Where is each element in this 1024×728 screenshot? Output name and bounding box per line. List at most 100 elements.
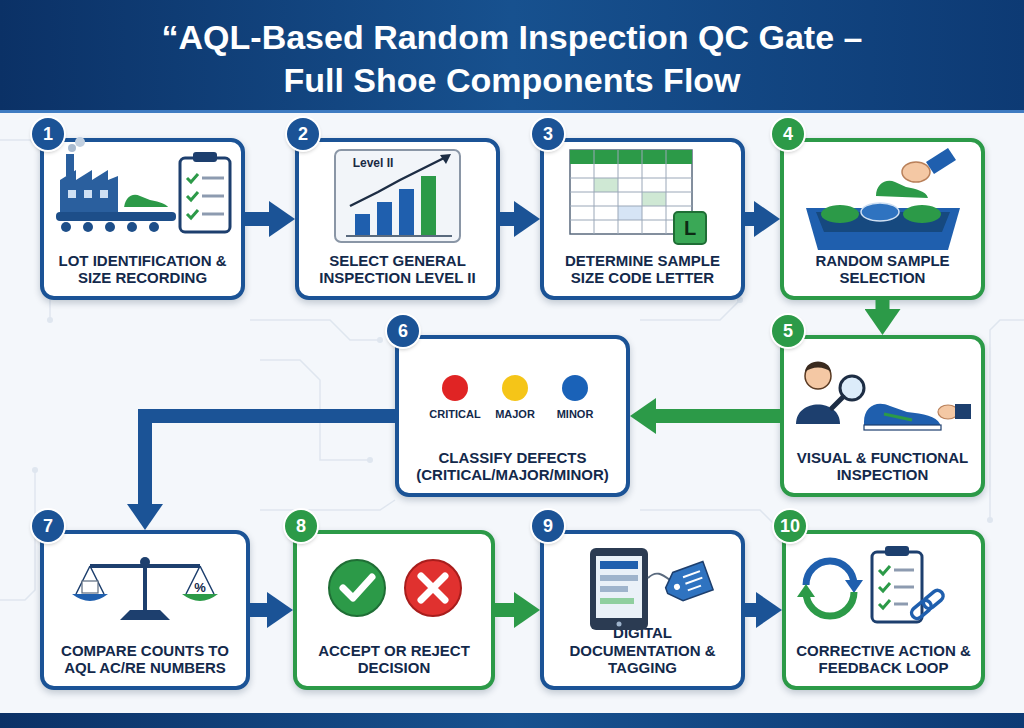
critical-dot bbox=[442, 375, 468, 401]
tag bbox=[662, 562, 714, 605]
step-badge: 8 bbox=[285, 510, 317, 542]
hand bbox=[938, 405, 958, 419]
circuit-line bbox=[250, 320, 380, 340]
flow-arrow bbox=[500, 212, 514, 226]
code-letter-tile bbox=[674, 212, 706, 244]
check-marks bbox=[187, 174, 198, 218]
factory-building bbox=[60, 170, 118, 212]
circuit-dot bbox=[367, 457, 373, 463]
tablet-button bbox=[617, 622, 622, 627]
circuit-dot bbox=[47, 317, 53, 323]
step-label: DETERMINE SAMPLE SIZE CODE LETTER bbox=[550, 252, 735, 287]
pan-document bbox=[82, 581, 98, 593]
step-number: 7 bbox=[43, 517, 53, 535]
step-label: LOT IDENTIFICATION & SIZE RECORDING bbox=[50, 252, 235, 287]
step-badge: 10 bbox=[774, 510, 806, 542]
circuit-line bbox=[640, 300, 740, 320]
process-box: CORRECTIVE ACTION & FEEDBACK LOOP10 bbox=[782, 530, 985, 690]
picked-shoe bbox=[876, 181, 928, 198]
hand bbox=[902, 162, 930, 182]
conveyor-wheel bbox=[61, 222, 71, 232]
cycle-arrowhead bbox=[797, 584, 815, 597]
flow-arrow bbox=[495, 603, 514, 617]
process-box: LOT IDENTIFICATION & SIZE RECORDING1 bbox=[40, 138, 245, 300]
screen-row bbox=[600, 561, 638, 569]
step-number: 8 bbox=[296, 517, 306, 535]
step-number: 3 bbox=[543, 125, 553, 143]
tag-lines bbox=[683, 571, 705, 590]
circuit-line bbox=[990, 320, 1024, 520]
step-number: 5 bbox=[783, 322, 793, 340]
scale-base bbox=[120, 610, 170, 620]
chart-axis bbox=[346, 235, 452, 237]
scale-pan bbox=[72, 594, 108, 601]
shoe-icon bbox=[864, 404, 940, 426]
scale-strings bbox=[76, 566, 214, 594]
process-box: ACCEPT OR REJECT DECISION8 bbox=[293, 530, 495, 690]
process-box: SELECT GENERAL INSPECTION LEVEL II2 bbox=[295, 138, 500, 300]
step-number: 1 bbox=[43, 125, 53, 143]
step-badge: 7 bbox=[32, 510, 64, 542]
tray-inner bbox=[816, 212, 950, 232]
scale-post bbox=[143, 562, 147, 612]
process-box: VISUAL & FUNCTIONAL INSPECTION5 bbox=[780, 335, 985, 497]
clipboard-clip bbox=[193, 152, 217, 162]
scale-pivot bbox=[140, 557, 150, 567]
conveyor-wheel bbox=[83, 222, 93, 232]
shoe-icon bbox=[821, 205, 859, 223]
screen-row bbox=[600, 598, 634, 604]
screen-row bbox=[600, 586, 628, 592]
step-badge: 1 bbox=[32, 118, 64, 150]
process-box: CLASSIFY DEFECTS (CRITICAL/MAJOR/MINOR)6 bbox=[395, 335, 630, 497]
circuit-dot bbox=[377, 337, 383, 343]
cross-mark bbox=[421, 576, 445, 600]
circuit-dot bbox=[32, 467, 38, 473]
circuit-line bbox=[0, 470, 35, 600]
chart-bar bbox=[355, 214, 370, 236]
step-label: SELECT GENERAL INSPECTION LEVEL II bbox=[305, 252, 490, 287]
shoe-sole bbox=[124, 207, 170, 211]
chain-link bbox=[921, 588, 945, 611]
step-label: CLASSIFY DEFECTS (CRITICAL/MAJOR/MINOR) bbox=[405, 449, 620, 484]
header-band bbox=[0, 0, 1024, 112]
shoe-icon bbox=[903, 205, 941, 223]
flow-arrow bbox=[656, 409, 780, 423]
inspector-hair bbox=[805, 362, 831, 373]
conveyor-belt bbox=[56, 212, 176, 221]
trend-arrowhead bbox=[440, 154, 451, 164]
circuit-dot bbox=[987, 517, 993, 523]
screen-row bbox=[600, 575, 638, 581]
circuit-line bbox=[640, 510, 775, 525]
step-label: DIGITAL DOCUMENTATION & TAGGING bbox=[550, 624, 735, 676]
process-box: DIGITAL DOCUMENTATION & TAGGING9 bbox=[540, 530, 745, 690]
chart-bar bbox=[399, 189, 414, 236]
inspector-head bbox=[805, 363, 831, 389]
scale-beam bbox=[90, 564, 200, 568]
step-label: RANDOM SAMPLE SELECTION bbox=[790, 252, 975, 287]
list-lines bbox=[894, 570, 914, 604]
check-mark bbox=[343, 577, 372, 598]
step-badge: 9 bbox=[532, 510, 564, 542]
sleeve bbox=[955, 404, 971, 419]
accept-circle bbox=[329, 560, 385, 616]
conveyor-wheel bbox=[149, 222, 159, 232]
title-text: “AQL-Based Random Inspection QC Gate – F… bbox=[142, 16, 882, 101]
flow-arrow bbox=[745, 212, 754, 226]
shoe-icon bbox=[861, 203, 899, 221]
step-number: 2 bbox=[298, 125, 308, 143]
step-badge: 4 bbox=[772, 118, 804, 150]
footer-band bbox=[0, 713, 1024, 728]
process-box: COMPARE COUNTS TO AQL AC/RE NUMBERS7 bbox=[40, 530, 250, 690]
cycle-arrow bbox=[806, 592, 854, 616]
table-grid bbox=[570, 150, 692, 234]
tag-string bbox=[648, 574, 670, 580]
smoke-puff bbox=[68, 144, 76, 152]
magnifier bbox=[840, 376, 864, 400]
cycle-arrow bbox=[806, 561, 854, 585]
shoe-sole bbox=[864, 425, 941, 430]
table-cell bbox=[618, 206, 642, 220]
process-box: RANDOM SAMPLE SELECTION4 bbox=[780, 138, 985, 300]
clipboard-clip bbox=[885, 546, 909, 556]
shoe-icon bbox=[124, 195, 170, 210]
